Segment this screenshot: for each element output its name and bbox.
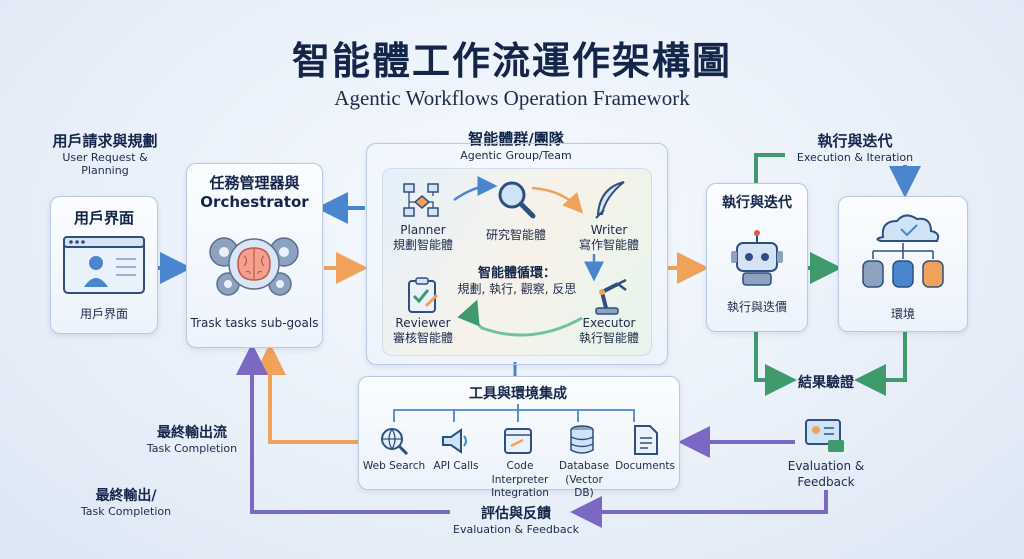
tools-branch-lines xyxy=(393,404,635,422)
final-output-subtitle: Task Completion xyxy=(80,505,172,518)
execution-title: 執行與迭代 xyxy=(817,132,893,150)
eval-feedback-title-1: Evaluation & xyxy=(787,459,865,473)
eval-bottom-subtitle: Evaluation & Feedback xyxy=(453,523,579,536)
user-interface-card-title: 用戶界面 xyxy=(73,209,134,227)
agent-loop-steps: 規劃, 執行, 觀察, 反思 xyxy=(457,282,577,296)
agent-loop-title: 智能體循環： xyxy=(477,266,556,281)
writer-label-en: Writer xyxy=(590,223,628,237)
arrow-result-left xyxy=(754,330,797,396)
user-interface-card: 用戶界面 用戶界面 xyxy=(50,196,158,334)
planner-flowchart-icon xyxy=(403,183,439,217)
execution-card-label: 執行與迭價 xyxy=(726,300,787,314)
user-request-title: 用戶請求與規劃 xyxy=(52,132,158,150)
planner-label-zh: 規劃智能體 xyxy=(392,238,453,252)
page-title: 智能體工作流運作架構圖 xyxy=(291,38,732,83)
arrow-final-output-loop xyxy=(236,343,450,514)
magnifier-icon xyxy=(498,181,536,219)
code-window-icon xyxy=(504,428,532,454)
user-request-subtitle-2: Planning xyxy=(81,164,129,177)
execution-card-title: 執行與迭代 xyxy=(722,195,792,211)
agent-loop-arrows xyxy=(453,176,604,337)
page-subtitle: Agentic Workflows Operation Framework xyxy=(334,86,690,110)
user-request-subtitle-1: User Request & xyxy=(62,151,148,164)
tool-label-0: Web Search xyxy=(362,460,426,472)
final-flow-heading: 最終輸出流 Task Completion xyxy=(140,422,244,455)
arrow-eval-bottom-right xyxy=(570,490,828,528)
planner-label-en: Planner xyxy=(400,223,446,237)
reviewer-label-en: Reviewer xyxy=(395,316,451,330)
robot-arm-icon xyxy=(595,278,627,315)
final-output-heading: 最終輸出/ Task Completion xyxy=(66,485,186,518)
eval-feedback-heading: Evaluation & Feedback xyxy=(776,459,876,490)
final-flow-subtitle: Task Completion xyxy=(146,442,238,455)
tools-title: 工具與環境集成 xyxy=(469,386,567,402)
megaphone-icon xyxy=(442,428,467,454)
web-search-icon xyxy=(381,428,409,456)
result-validation-label: 結果驗證 xyxy=(798,375,854,391)
environment-card: 環境 xyxy=(838,196,968,332)
executor-label-en: Executor xyxy=(582,316,636,330)
agent-group-card xyxy=(366,143,668,365)
environment-label: 環境 xyxy=(890,307,915,321)
tool-label-1: API Calls xyxy=(433,460,479,472)
user-window-icon xyxy=(63,236,145,294)
user-interface-label: 用戶界面 xyxy=(79,307,128,321)
execution-heading: 執行與迭代 Execution & Iteration xyxy=(780,130,930,164)
execution-card: 執行與迭代 執行與迭價 xyxy=(706,183,808,332)
agent-group-subtitle: Agentic Group/Team xyxy=(460,149,572,162)
orchestrator-title-2: Orchestrator xyxy=(200,193,309,211)
cloud-database-icon xyxy=(862,214,944,288)
final-output-title: 最終輸出/ xyxy=(95,488,157,504)
orchestrator-title-1: 任務管理器與 xyxy=(209,174,300,192)
writer-label-zh: 寫作智能體 xyxy=(578,238,639,252)
reviewer-label-zh: 審核智能體 xyxy=(392,331,453,345)
arrow-result-right xyxy=(854,330,907,396)
database-icon xyxy=(570,425,594,454)
final-flow-title: 最終輸出流 xyxy=(157,425,227,441)
orchestrator-card: 任務管理器與 Orchestrator Trask tasks sub-goal… xyxy=(186,163,323,348)
eval-bottom-title: 評估與反饋 xyxy=(481,506,551,522)
orchestrator-caption: Trask tasks sub-goals xyxy=(190,316,319,330)
clipboard-icon xyxy=(408,277,439,313)
eval-bottom-heading: 評估與反饋 Evaluation & Feedback xyxy=(450,503,582,536)
arrow-iteration-top xyxy=(754,153,785,183)
executor-label-zh: 執行智能體 xyxy=(578,331,639,345)
quill-icon xyxy=(595,181,625,219)
robot-icon xyxy=(731,230,783,286)
research-label-zh: 研究智能體 xyxy=(485,228,546,242)
document-icon xyxy=(634,425,658,455)
evaluation-chart-icon xyxy=(805,419,844,452)
tool-label-4: Documents xyxy=(615,460,675,472)
eval-feedback-title-2: Feedback xyxy=(797,474,855,489)
execution-subtitle: Execution & Iteration xyxy=(796,151,914,164)
brain-gears-icon xyxy=(209,237,299,296)
arrow-tools-to-orchestrator xyxy=(254,343,358,444)
tool-label-3: Database(Vector DB) xyxy=(558,460,610,500)
user-request-heading: 用戶請求與規劃 User Request & Planning xyxy=(30,130,180,177)
